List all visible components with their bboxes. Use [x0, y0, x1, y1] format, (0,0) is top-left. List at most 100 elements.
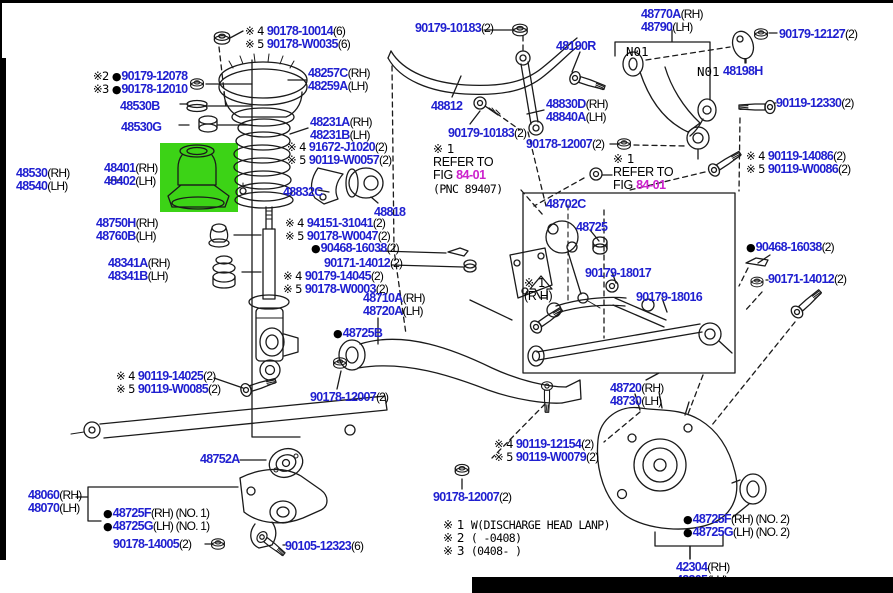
part-number[interactable]: 90119-14086 [767, 149, 834, 163]
part-number[interactable]: 48702C [546, 197, 586, 211]
part-label-90179-18016[interactable]: 90179-18016 [636, 290, 703, 304]
part-number[interactable]: 90178-12007 [526, 137, 593, 151]
part-number[interactable]: 90119-12154 [515, 437, 582, 451]
part-number[interactable]: 48198H [723, 64, 763, 78]
part-number[interactable]: 48750H [96, 216, 136, 230]
part-label-48832C[interactable]: 48832C [283, 185, 323, 199]
part-label-48257C[interactable]: 48257C(RH)48259A(LH) [308, 66, 371, 94]
part-number[interactable]: 48530B [120, 99, 160, 113]
part-number[interactable]: 48720A [363, 304, 403, 319]
part-number[interactable]: 90119-W0086 [767, 162, 839, 177]
part-label-90119-12154[interactable]: ※ 4 90119-12154(2)※ 5 90119-W0079(2) [494, 437, 599, 465]
part-label-90178-10014[interactable]: ※ 4 90178-10014(6)※ 5 90178-W0035(6) [245, 24, 351, 52]
part-label-48818[interactable]: 48818 [374, 205, 406, 219]
part-label-48198H[interactable]: 48198H [723, 64, 763, 78]
part-number[interactable]: 90178-12007 [433, 490, 500, 504]
part-number[interactable]: 90179-10183 [415, 21, 482, 35]
part-label-90171-14012-left[interactable]: 90171-14012(2) [324, 256, 403, 270]
part-label-90119-12330[interactable]: 90119-12330(2) [776, 96, 854, 110]
part-number[interactable]: 48341B [108, 269, 148, 284]
part-number[interactable]: 48752A [200, 452, 240, 466]
part-label-48725F-no1[interactable]: ●48725F(RH) (NO. 1)●48725G(LH) (NO. 1) [103, 506, 210, 534]
part-label-90119-14025[interactable]: ※ 4 90119-14025(2)※ 5 90119-W0085(2) [116, 369, 221, 397]
part-label-48231A[interactable]: 48231A(RH)48231B(LH) [310, 115, 373, 143]
part-number[interactable]: 90179-10183 [448, 126, 515, 140]
part-label-90178-14005[interactable]: 90178-14005(2) [113, 537, 192, 551]
part-number[interactable]: 90178-12007 [310, 390, 377, 404]
part-number[interactable]: 90178-14005 [113, 537, 180, 551]
part-label-48720[interactable]: 48720(RH)48730(LH) [610, 381, 664, 409]
part-number[interactable]: 48060 [28, 488, 60, 502]
part-number[interactable]: 90178-W0047 [306, 229, 379, 244]
part-number[interactable]: 48720 [610, 381, 642, 395]
part-label-90468-16038-right[interactable]: ●90468-16038(2) [746, 240, 835, 254]
part-number[interactable]: 90178-12010 [121, 82, 188, 97]
part-label-48530[interactable]: 48530(RH)48540(LH) [16, 166, 70, 194]
part-number[interactable]: 90171-14012 [324, 256, 391, 270]
part-label-90178-12007-b[interactable]: 90178-12007(2) [526, 137, 605, 151]
part-number[interactable]: 90178-W0003 [304, 282, 377, 297]
part-label-90179-18017[interactable]: 90179-18017 [585, 266, 652, 280]
part-number[interactable]: 48725G [692, 525, 734, 540]
part-number[interactable]: 90119-12330 [776, 96, 842, 110]
part-label-48401[interactable]: 48401(RH)48402(LH) [104, 161, 158, 189]
part-number[interactable]: 48070 [28, 501, 60, 516]
part-label-91672-J1020[interactable]: ※ 4 91672-J1020(2)※ 5 90119-W0057(2) [287, 140, 392, 167]
part-label-48752A[interactable]: 48752A [200, 452, 240, 466]
part-number[interactable]: 48530G [121, 120, 162, 134]
part-number[interactable]: 90468-16038 [320, 241, 388, 255]
part-number[interactable]: 48790 [641, 20, 673, 35]
part-number[interactable]: 48259A [308, 79, 348, 94]
part-label-90179-12078[interactable]: ※2 ●90179-12078※3 ●90178-12010 [93, 69, 188, 97]
part-number[interactable]: 48231B [310, 128, 350, 143]
part-number[interactable]: 90119-W0085 [137, 382, 209, 397]
part-label-48710A[interactable]: 48710A(RH)48720A(LH) [363, 291, 426, 319]
part-label-90179-10183-a[interactable]: 90179-10183(2) [415, 21, 494, 35]
part-label-48830D[interactable]: 48830D(RH)48840A(LH) [546, 97, 609, 125]
part-label-48702C[interactable]: 48702C [546, 197, 586, 211]
part-label-48770A[interactable]: 48770A(RH)48790(LH) [641, 7, 704, 35]
part-number[interactable]: 48725 [576, 220, 608, 234]
part-label-90178-12007-c[interactable]: 90178-12007(2) [433, 490, 512, 504]
part-number[interactable]: 48190R [556, 39, 596, 53]
part-number[interactable]: 48832C [283, 185, 323, 199]
part-label-90179-12127[interactable]: 90179-12127(2) [779, 27, 858, 41]
part-label-90179-14045[interactable]: ※ 4 90179-14045(2)※ 5 90178-W0003(2) [283, 269, 389, 297]
part-number[interactable]: 48725G [112, 519, 154, 534]
part-label-48530B[interactable]: 48530B [120, 99, 160, 113]
part-number[interactable]: 48401 [104, 161, 136, 175]
part-label-48530G[interactable]: 48530G [121, 120, 162, 134]
part-label-94151-31041[interactable]: ※ 4 94151-31041(2)※ 5 90178-W0047(2) [285, 216, 391, 244]
part-label-90178-12007-a[interactable]: 90178-12007(2) [310, 390, 389, 404]
part-label-48750H[interactable]: 48750H(RH)48760B(LH) [96, 216, 159, 243]
part-number[interactable]: 90179-18016 [636, 290, 703, 304]
part-number[interactable]: 90178-10014 [266, 24, 334, 38]
part-number[interactable]: 90179-14045 [304, 269, 372, 283]
part-label-90171-14012-right[interactable]: 90171-14012(2) [768, 272, 847, 286]
part-number[interactable]: 90171-14012 [768, 272, 835, 286]
part-label-90468-16038-left[interactable]: ●90468-16038(2) [311, 241, 400, 255]
part-label-48812[interactable]: 48812 [431, 99, 463, 113]
part-label-48725B[interactable]: ●48725B [333, 326, 383, 340]
part-label-48725[interactable]: 48725 [576, 220, 608, 234]
part-number[interactable]: 90119-14025 [137, 369, 204, 383]
part-number[interactable]: 48725F [112, 506, 152, 520]
part-number[interactable]: 90468-16038 [755, 240, 823, 254]
part-number[interactable]: 48402 [104, 174, 136, 189]
part-number[interactable]: 42304 [676, 560, 708, 574]
part-number[interactable]: 90119-W0079 [515, 450, 587, 465]
part-number[interactable]: 48540 [16, 179, 48, 194]
part-number[interactable]: 48812 [431, 99, 463, 113]
part-number[interactable]: 90105-12323 [285, 539, 352, 553]
part-number[interactable]: 91672-J1020 [308, 140, 376, 154]
part-number[interactable]: 90178-W0035 [266, 37, 339, 52]
part-number[interactable]: 48840A [546, 110, 586, 125]
part-number[interactable]: 48730 [610, 394, 642, 409]
part-number[interactable]: 48725F [692, 512, 732, 526]
part-number[interactable]: 48725B [342, 326, 383, 340]
part-number[interactable]: 48530 [16, 166, 48, 180]
part-number[interactable]: 94151-31041 [306, 216, 374, 230]
part-number[interactable]: 90179-12127 [779, 27, 846, 41]
part-label-48190R[interactable]: 48190R [556, 39, 596, 53]
part-label-90105-12323[interactable]: 90105-12323(6) [285, 539, 364, 553]
